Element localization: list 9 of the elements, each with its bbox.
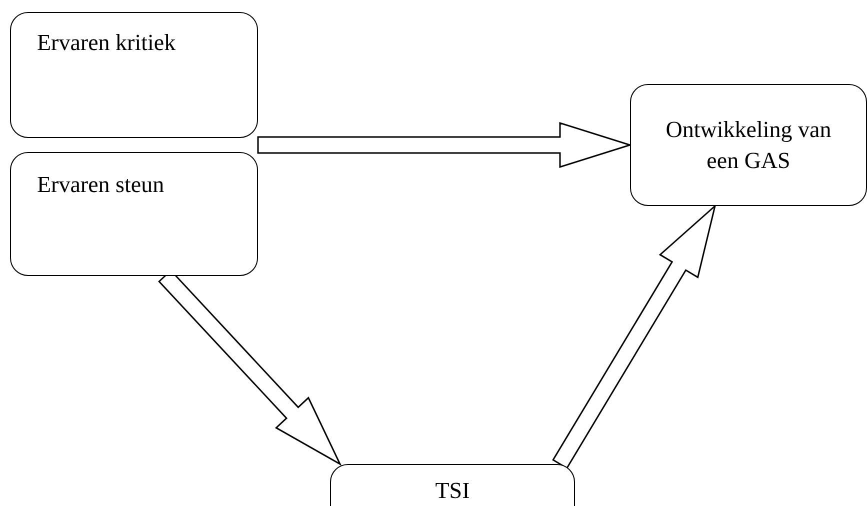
rounded-box bbox=[630, 84, 867, 206]
rounded-box bbox=[10, 12, 258, 138]
box-label: Ervaren steun bbox=[37, 171, 164, 199]
box-label: Ontwikkeling van een GAS bbox=[664, 116, 832, 175]
rounded-box bbox=[10, 152, 258, 276]
box-label: TSI bbox=[435, 477, 470, 505]
block-arrow bbox=[257, 122, 632, 168]
block-arrow bbox=[552, 204, 716, 470]
box-label: Ervaren kritiek bbox=[37, 29, 176, 57]
